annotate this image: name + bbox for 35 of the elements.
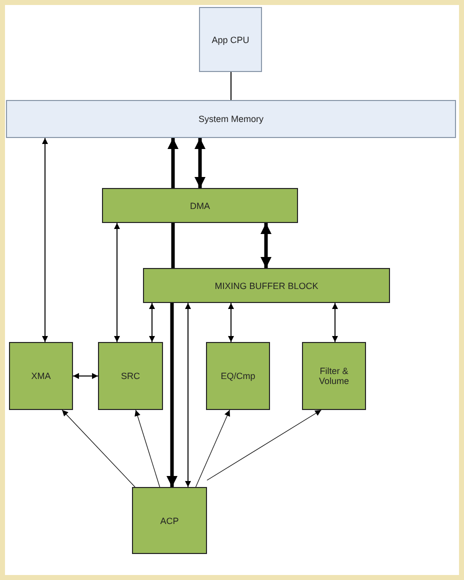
node-label: SRC [120,371,140,381]
node-label: App CPU [212,34,250,44]
arrow [206,410,322,481]
arrow [134,410,160,488]
arrow [228,302,234,342]
arrow [166,303,178,487]
node-label: DMA [190,200,210,210]
process-box [143,268,390,303]
node-label: MIXING BUFFER BLOCK [214,280,318,290]
arrow [168,138,178,188]
arrow [195,410,230,488]
process-box [206,342,270,410]
arrow [114,222,120,342]
process-box [9,342,73,410]
node-label: System Memory [198,114,264,124]
arrow [260,223,272,268]
arrow [149,302,155,342]
memory-box [199,7,262,72]
arrow [62,410,136,488]
node-label: XMA [31,371,51,381]
process-box [102,188,298,223]
process-box [98,342,163,410]
arrow [332,302,338,342]
node-label: ACP [160,516,179,526]
node-label: Filter & Volume [318,366,350,386]
memory-box [6,100,456,138]
arrow [72,373,98,379]
arrow [42,138,48,342]
process-box [302,342,366,410]
arrow [185,302,191,488]
connector-line [171,223,175,268]
connector-line [230,72,232,100]
process-box [132,487,207,554]
arrow [194,138,206,188]
node-label: EQ/Cmp [220,371,256,381]
